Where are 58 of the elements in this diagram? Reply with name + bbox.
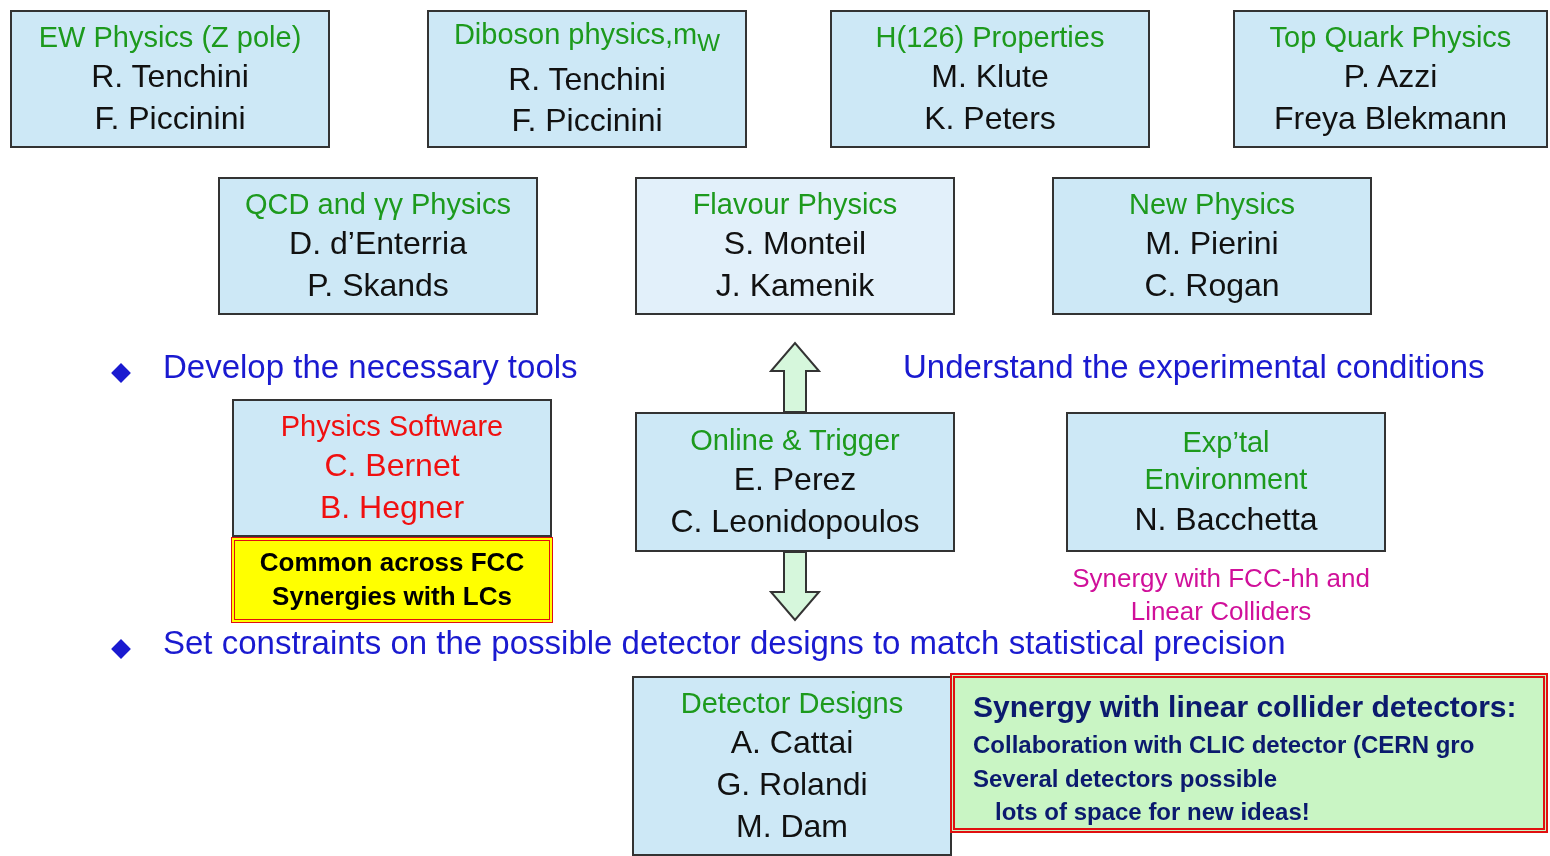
group-title: H(126) Properties bbox=[875, 19, 1105, 55]
group-title: Physics Software bbox=[280, 408, 504, 444]
block-arrow bbox=[768, 341, 822, 413]
group-title: New Physics bbox=[1129, 186, 1295, 222]
note-text: Synergies with LCs bbox=[272, 580, 512, 613]
block-arrow bbox=[768, 551, 822, 622]
person-name: N. Bacchetta bbox=[1134, 499, 1318, 539]
person-name: C. Leonidopoulos bbox=[670, 501, 920, 541]
bullet-text: Set constraints on the possible detector designs to match statistical precision bbox=[163, 624, 1286, 662]
person-name: B. Hegner bbox=[319, 487, 465, 527]
group-title: QCD and γγ Physics bbox=[245, 186, 511, 222]
person-name: J. Kamenik bbox=[715, 265, 875, 305]
bullet-text: Develop the necessary tools bbox=[163, 348, 578, 386]
team-box bbox=[632, 676, 952, 856]
person-name: C. Rogan bbox=[1144, 265, 1280, 305]
note-text: Collaboration with CLIC detector (CERN gro bbox=[973, 730, 1475, 760]
person-name: M. Dam bbox=[736, 806, 848, 846]
team-box bbox=[232, 399, 552, 537]
note-text: Synergy with linear collider detectors: bbox=[973, 689, 1517, 725]
person-name: A. Cattai bbox=[730, 723, 854, 763]
note-text: Several detectors possible bbox=[973, 763, 1278, 794]
person-name: F. Piccinini bbox=[94, 98, 246, 138]
bullet-text: Understand the experimental conditions bbox=[903, 348, 1485, 386]
person-name: E. Perez bbox=[733, 460, 857, 500]
note-box bbox=[231, 537, 553, 623]
note-text: Synergy with FCC-hh and Linear Colliders bbox=[1071, 562, 1371, 627]
person-name: C. Bernet bbox=[324, 446, 460, 486]
group-title: Exp’tal Environment bbox=[1143, 424, 1309, 498]
team-box bbox=[1066, 412, 1386, 552]
team-box bbox=[635, 412, 955, 552]
person-name: Freya Blekmann bbox=[1274, 98, 1507, 138]
person-name: F. Piccinini bbox=[511, 101, 663, 141]
team-box bbox=[830, 10, 1150, 148]
person-name: P. Azzi bbox=[1343, 57, 1438, 97]
note-text: Common across FCC bbox=[259, 546, 525, 580]
note-text: lots of space for new ideas! bbox=[994, 797, 1310, 828]
person-name: K. Peters bbox=[924, 98, 1056, 138]
person-name: P. Skands bbox=[307, 265, 449, 305]
person-name: D. d’Enterria bbox=[289, 224, 467, 264]
group-title: Online & Trigger bbox=[690, 422, 900, 458]
group-title: EW Physics (Z pole) bbox=[38, 19, 302, 55]
group-title: Flavour Physics bbox=[692, 186, 898, 222]
team-box bbox=[1233, 10, 1548, 148]
person-name: R. Tenchini bbox=[91, 57, 249, 97]
person-name: S. Monteil bbox=[723, 224, 867, 264]
person-name: G. Rolandi bbox=[716, 765, 868, 805]
person-name: M. Klute bbox=[931, 57, 1049, 97]
group-title: Diboson physics,m$_{W}$ bbox=[453, 17, 721, 59]
team-box bbox=[635, 177, 955, 315]
team-box bbox=[218, 177, 538, 315]
person-name: M. Pierini bbox=[1145, 224, 1279, 264]
note-box bbox=[950, 673, 1548, 833]
team-box bbox=[427, 10, 747, 148]
group-title: Top Quark Physics bbox=[1269, 19, 1512, 55]
team-box bbox=[10, 10, 330, 148]
person-name: R. Tenchini bbox=[508, 59, 666, 99]
team-box bbox=[1052, 177, 1372, 315]
group-title: Detector Designs bbox=[680, 685, 904, 721]
